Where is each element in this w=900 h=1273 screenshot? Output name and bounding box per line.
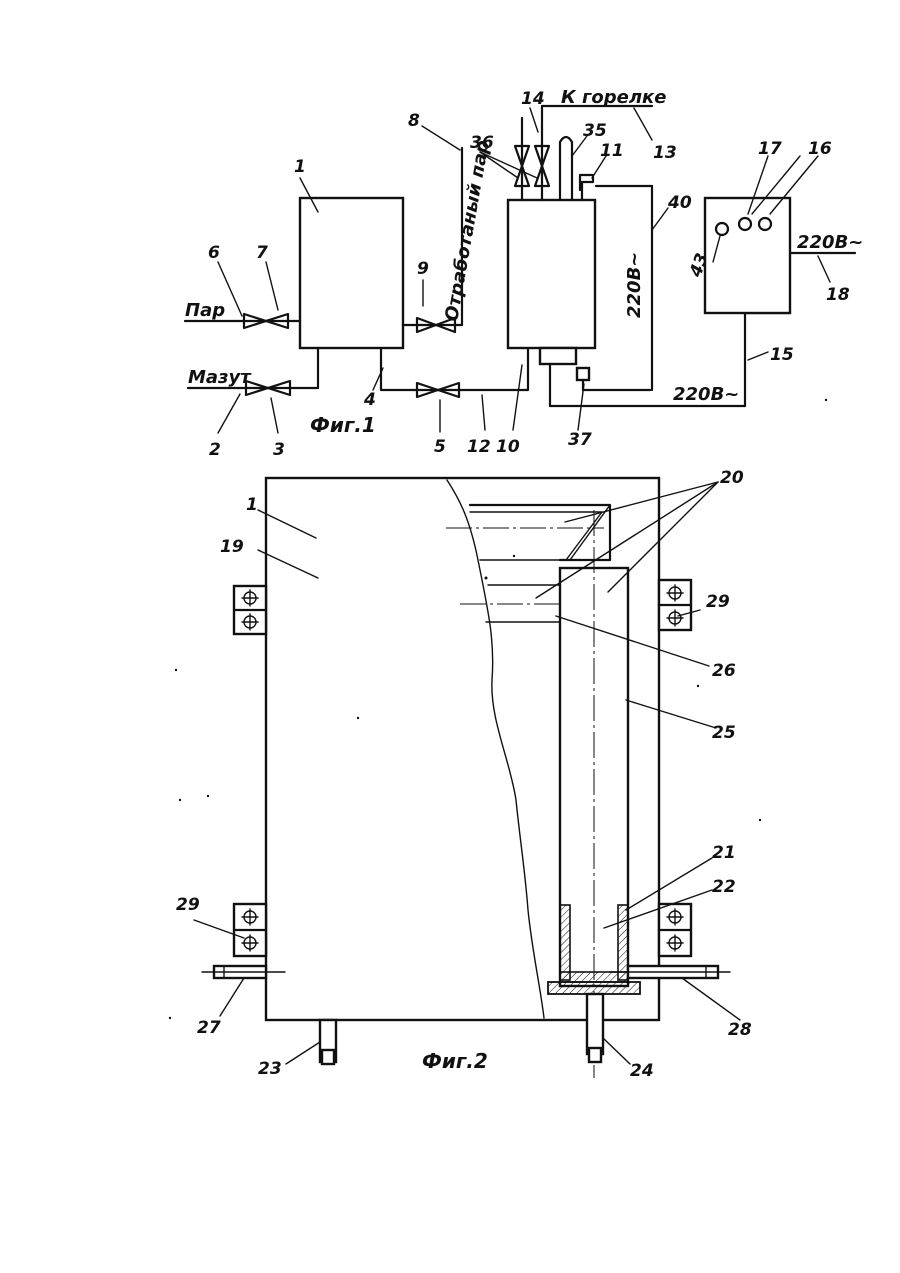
ref-12: 12 bbox=[467, 437, 491, 457]
ref2-24: 24 bbox=[630, 1061, 654, 1081]
bracket-29-lower-left bbox=[234, 904, 266, 956]
ref2-26: 26 bbox=[712, 661, 736, 681]
ref2-27: 27 bbox=[197, 1018, 221, 1038]
ref-10: 10 bbox=[496, 437, 520, 457]
ref2-28: 28 bbox=[728, 1020, 752, 1040]
ref2-29-upper: 29 bbox=[706, 592, 730, 612]
pipe-35 bbox=[560, 137, 572, 200]
bracket-29-upper-left bbox=[234, 586, 266, 634]
ref-18: 18 bbox=[826, 285, 850, 305]
ref-40: 40 bbox=[667, 193, 692, 213]
ref-6: 6 bbox=[208, 243, 220, 263]
cup-22-wall-right bbox=[618, 905, 628, 980]
label-exhaust-steam: Отработаный пар bbox=[441, 139, 494, 323]
ref-9: 9 bbox=[417, 259, 429, 279]
ref-17: 17 bbox=[758, 139, 782, 159]
heater-10 bbox=[508, 200, 595, 348]
ref2-25: 25 bbox=[712, 723, 736, 743]
fig2-caption: Фиг.2 bbox=[422, 1049, 488, 1073]
ref2-1: 1 bbox=[246, 495, 258, 515]
label-voltage-line: 220В~ bbox=[673, 384, 739, 405]
heater-base bbox=[540, 348, 576, 364]
ref-4: 4 bbox=[363, 390, 376, 410]
ref2-23: 23 bbox=[258, 1059, 282, 1079]
nozzle-24 bbox=[587, 994, 603, 1054]
label-to-burner: К горелке bbox=[561, 87, 666, 108]
ref-37: 37 bbox=[568, 430, 592, 450]
ref-15: 15 bbox=[770, 345, 794, 365]
figure-1-schematic: Пар Мазут Отработаный пар К горелке 220В… bbox=[185, 87, 863, 460]
label-steam: Пар bbox=[185, 300, 225, 321]
tank-1 bbox=[300, 198, 403, 348]
valve-11 bbox=[580, 175, 593, 200]
ref-5: 5 bbox=[434, 437, 446, 457]
control-box-17 bbox=[705, 198, 790, 313]
bracket-29-lower-right bbox=[659, 904, 691, 956]
ref2-20: 20 bbox=[720, 468, 744, 488]
cup-22-wall-left bbox=[560, 905, 570, 980]
label-voltage-mains: 220В~ bbox=[797, 232, 863, 253]
ref2-21: 21 bbox=[712, 843, 736, 863]
ref-11: 11 bbox=[600, 141, 624, 161]
ref2-19: 19 bbox=[220, 537, 244, 557]
sensor-37 bbox=[577, 368, 589, 380]
bracket-29-upper-right bbox=[659, 580, 691, 630]
figure-2-cross-section: 1 19 20 29 26 25 21 22 29 27 28 23 24 Фи… bbox=[176, 468, 752, 1081]
ref-7: 7 bbox=[256, 243, 268, 263]
fig1-caption: Фиг.1 bbox=[310, 413, 376, 437]
ref-13: 13 bbox=[653, 143, 677, 163]
ref2-22: 22 bbox=[712, 877, 736, 897]
ref-3: 3 bbox=[273, 440, 285, 460]
ref-8: 8 bbox=[408, 111, 420, 131]
label-fuel-oil: Мазут bbox=[188, 367, 252, 388]
ref-1: 1 bbox=[294, 157, 306, 177]
label-voltage-vertical: 220В~ bbox=[624, 252, 645, 318]
ref-16: 16 bbox=[808, 139, 832, 159]
ref-36: 36 bbox=[470, 133, 494, 153]
ref-14: 14 bbox=[521, 89, 545, 109]
ref-2: 2 bbox=[209, 440, 221, 460]
ref2-29-lower: 29 bbox=[176, 895, 200, 915]
ref-35: 35 bbox=[583, 121, 607, 141]
